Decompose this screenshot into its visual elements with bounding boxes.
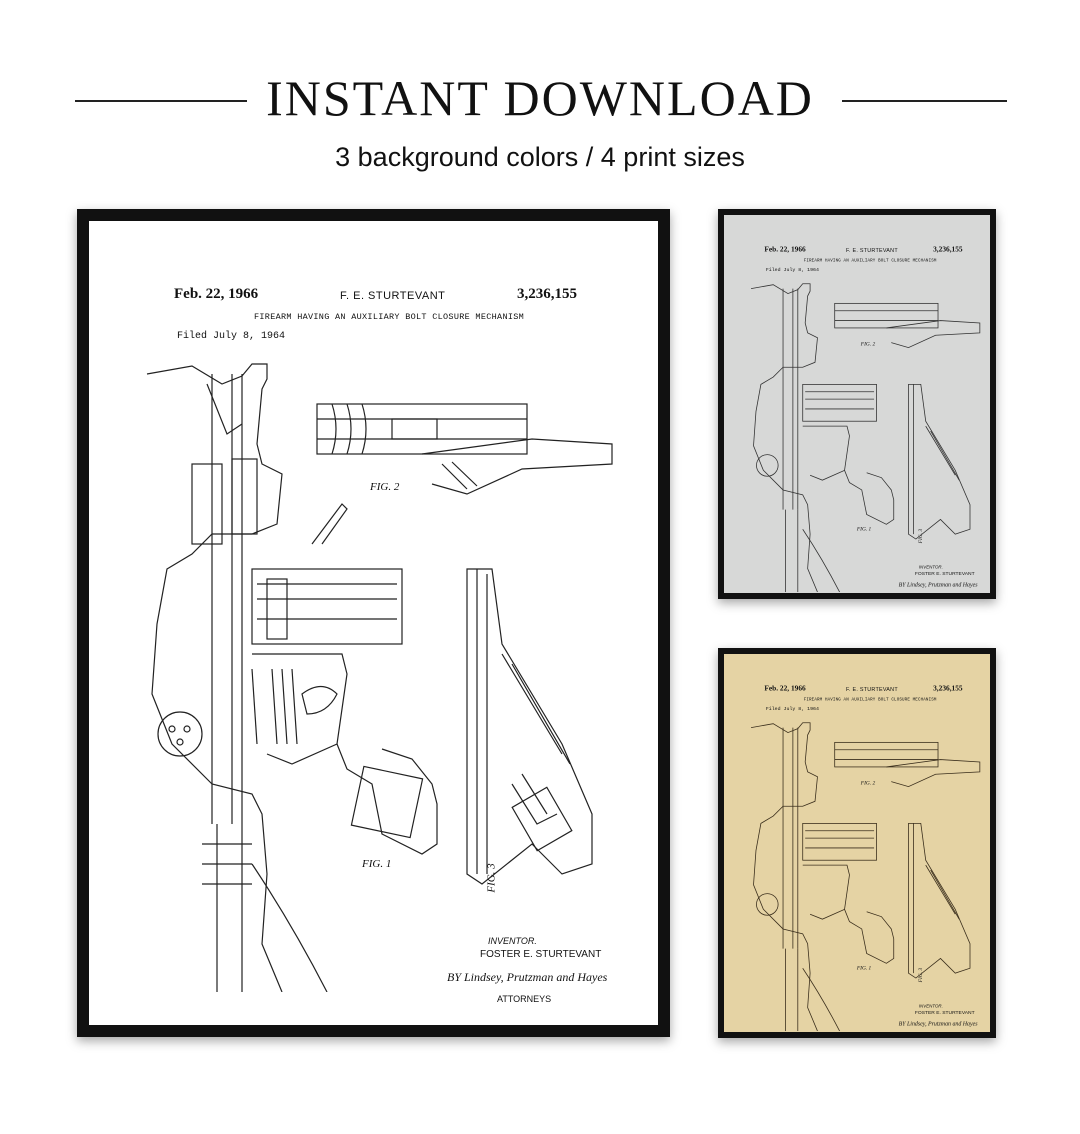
patent-sheet: Feb. 22, 1966 F. E. STURTEVANT 3,236,155… [724, 215, 990, 593]
patent-number: 3,236,155 [933, 245, 963, 254]
patent-date: Feb. 22, 1966 [764, 245, 806, 254]
print-mat: Feb. 22, 1966 F. E. STURTEVANT 3,236,155… [724, 215, 990, 593]
attorney-signature: BY Lindsey, Prutzman and Hayes [447, 970, 608, 984]
patent-print-gray: Feb. 22, 1966 F. E. STURTEVANT 3,236,155… [724, 215, 990, 593]
fig2-label: FIG. 2 [860, 780, 876, 787]
framed-print-white: Feb. 22, 1966 F. E. STURTEVANT 3,236,155… [77, 209, 670, 1037]
fig2-label: FIG. 2 [860, 341, 876, 348]
patent-filed: Filed July 8, 1964 [177, 331, 286, 342]
fig1-label: FIG. 1 [856, 965, 872, 972]
fig2-label: FIG. 2 [370, 481, 400, 493]
rifle-patent-drawing [146, 363, 613, 992]
fig3-label: FIG. 3 [917, 528, 924, 544]
fig3-label: FIG. 3 [485, 863, 498, 893]
inventor-name: FOSTER E. STURTEVANT [914, 570, 975, 577]
framed-print-sepia: Feb. 22, 1966 F. E. STURTEVANT 3,236,155… [718, 648, 996, 1038]
print-mat: Feb. 22, 1966 F. E. STURTEVANT 3,236,155… [724, 654, 990, 1032]
attorney-signature: BY Lindsey, Prutzman and Hayes [898, 1020, 978, 1028]
patent-inventor-top: F. E. STURTEVANT [846, 686, 898, 693]
patent-sheet: Feb. 22, 1966 F. E. STURTEVANT 3,236,155… [724, 654, 990, 1032]
header-rule-left [75, 100, 247, 102]
attorney-signature: BY Lindsey, Prutzman and Hayes [898, 581, 978, 589]
patent-number: 3,236,155 [933, 684, 963, 693]
patent-heading: FIREARM HAVING AN AUXILIARY BOLT CLOSURE… [803, 697, 937, 703]
fig1-label: FIG. 1 [856, 526, 872, 533]
patent-heading: FIREARM HAVING AN AUXILIARY BOLT CLOSURE… [803, 258, 937, 264]
patent-date: Feb. 22, 1966 [764, 684, 806, 693]
patent-heading: FIREARM HAVING AN AUXILIARY BOLT CLOSURE… [254, 312, 525, 322]
inventor-name: FOSTER E. STURTEVANT [914, 1009, 975, 1016]
inventor-label: INVENTOR. [488, 936, 537, 946]
patent-filed: Filed July 8, 1964 [765, 267, 819, 273]
fig1-label: FIG. 1 [362, 858, 392, 870]
patent-date: Feb. 22, 1966 [174, 286, 259, 302]
rifle-patent-drawing [750, 283, 981, 593]
patent-print-sepia: Feb. 22, 1966 F. E. STURTEVANT 3,236,155… [724, 654, 990, 1032]
patent-print-white: Feb. 22, 1966 F. E. STURTEVANT 3,236,155… [92, 224, 655, 1022]
patent-inventor-top: F. E. STURTEVANT [340, 290, 446, 302]
page-subtitle: 3 background colors / 4 print sizes [335, 142, 745, 172]
inventor-label: INVENTOR. [918, 564, 943, 570]
patent-sheet: Feb. 22, 1966 F. E. STURTEVANT 3,236,155… [92, 224, 632, 1004]
patent-filed: Filed July 8, 1964 [765, 706, 819, 712]
attorneys-label: ATTORNEYS [497, 994, 552, 1004]
header-rule-right [842, 100, 1007, 102]
rifle-patent-drawing [750, 722, 981, 1032]
patent-number: 3,236,155 [517, 286, 577, 302]
framed-print-gray: Feb. 22, 1966 F. E. STURTEVANT 3,236,155… [718, 209, 996, 599]
patent-inventor-top: F. E. STURTEVANT [846, 247, 898, 254]
inventor-label: INVENTOR. [918, 1003, 943, 1009]
fig3-label: FIG. 3 [917, 967, 924, 983]
inventor-name: FOSTER E. STURTEVANT [480, 949, 602, 960]
page-title: INSTANT DOWNLOAD [266, 70, 814, 126]
